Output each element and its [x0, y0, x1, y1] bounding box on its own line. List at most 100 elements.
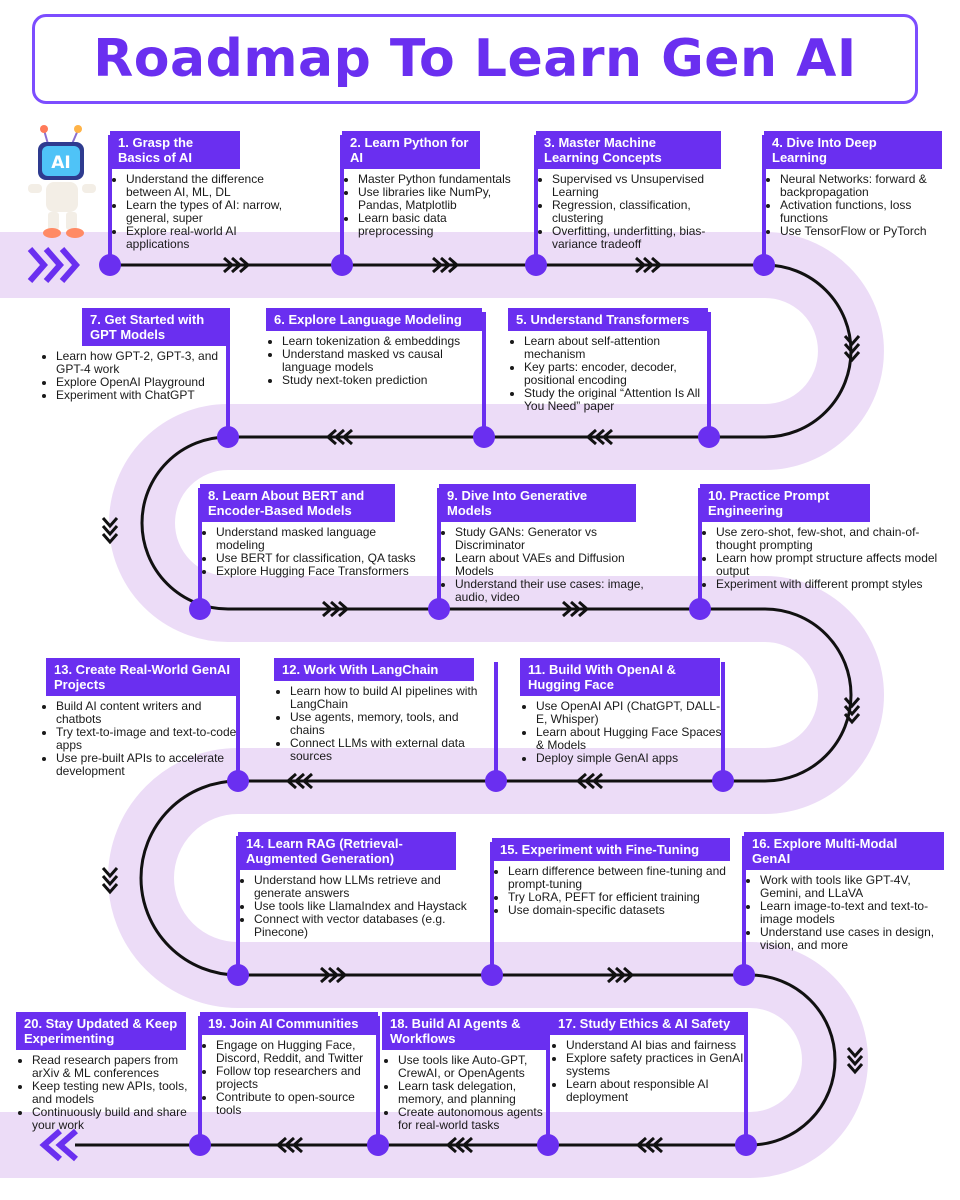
step-20: 20. Stay Updated & Keep ExperimentingRea… — [16, 1012, 201, 1132]
step-2-bullet: Master Python fundamentals — [358, 173, 524, 186]
step-14-stem — [236, 836, 240, 975]
step-7-bullet: Experiment with ChatGPT — [56, 389, 230, 402]
step-8-stem — [198, 488, 202, 609]
step-15-title: 15. Experiment with Fine-Tuning — [492, 838, 730, 861]
step-11: 11. Build With OpenAI & Hugging FaceUse … — [520, 658, 725, 765]
start-chevrons-icon — [27, 247, 80, 283]
step-8: 8. Learn About BERT and Encoder-Based Mo… — [200, 484, 425, 578]
chevron-arrow-icon — [843, 697, 861, 725]
track-line — [75, 263, 853, 1147]
step-13: 13. Create Real-World GenAI ProjectsBuil… — [40, 658, 240, 778]
step-15-bullet: Try LoRA, PEFT for efficient training — [508, 891, 737, 904]
step-9-bullet: Understand their use cases: image, audio… — [455, 578, 664, 604]
step-18-stem — [546, 1016, 550, 1145]
chevron-arrow-icon — [275, 1136, 303, 1154]
step-4-bullets: Neural Networks: forward & backpropagati… — [764, 173, 946, 238]
step-1-stem — [108, 135, 112, 265]
step-9: 9. Dive Into Generative ModelsStudy GANs… — [439, 484, 664, 604]
step-4-bullet: Use TensorFlow or PyTorch — [780, 225, 946, 238]
step-16-bullet: Learn image-to-text and text-to-image mo… — [760, 900, 944, 926]
step-14-bullet: Understand how LLMs retrieve and generat… — [254, 874, 468, 900]
step-2-bullet: Learn basic data preprocessing — [358, 212, 524, 238]
step-14-bullet: Use tools like LlamaIndex and Haystack — [254, 900, 468, 913]
step-16-bullet: Understand use cases in design, vision, … — [760, 926, 944, 952]
step-3-bullet: Overfitting, underfitting, bias-variance… — [552, 225, 726, 251]
step-1: 1. Grasp the Basics of AI Understand the … — [110, 131, 300, 251]
step-13-bullet: Try text-to-image and text-to-code apps — [56, 726, 240, 752]
robot-label: AI — [51, 153, 70, 173]
step-19-stem — [376, 1016, 380, 1145]
step-20-bullet: Keep testing new APIs, tools, and models — [32, 1080, 201, 1106]
step-9-title: 9. Dive Into Generative Models — [439, 484, 636, 522]
step-2-node — [331, 254, 353, 276]
step-16-bullet: Work with tools like GPT-4V, Gemini, and… — [760, 874, 944, 900]
chevron-arrow-icon — [607, 966, 635, 984]
step-18-node — [537, 1134, 559, 1156]
step-4-title: 4. Dive Into Deep Learning — [764, 131, 942, 169]
step-17-bullet: Explore safety practices in GenAI system… — [566, 1052, 755, 1078]
step-13-bullet: Use pre-built APIs to accelerate develop… — [56, 752, 240, 778]
step-12-node — [485, 770, 507, 792]
step-17-node — [735, 1134, 757, 1156]
chevron-arrow-icon — [223, 256, 251, 274]
robot-mascot-icon: AI — [28, 125, 96, 238]
step-15-bullet: Learn difference between fine-tuning and… — [508, 865, 737, 891]
step-11-bullet: Learn about Hugging Face Spaces & Models — [536, 726, 725, 752]
step-10-node — [689, 598, 711, 620]
chevron-arrow-icon — [445, 1136, 473, 1154]
page-title: Roadmap To Learn Gen AI — [93, 29, 857, 89]
chevron-arrow-icon — [432, 256, 460, 274]
step-16-node — [733, 964, 755, 986]
step-13-bullets: Build AI content writers and chatbotsTry… — [40, 700, 240, 778]
step-18-bullet: Learn task delegation, memory, and plann… — [398, 1080, 552, 1106]
step-14-bullet: Connect with vector databases (e.g. Pine… — [254, 913, 468, 939]
step-18-bullet: Create autonomous agents for real-world … — [398, 1106, 552, 1132]
step-10-bullet: Learn how prompt structure affects model… — [716, 552, 948, 578]
step-1-bullet: Learn the types of AI: narrow, general, … — [126, 199, 300, 225]
step-14-bullets: Understand how LLMs retrieve and generat… — [238, 874, 468, 939]
step-19-bullet: Contribute to open-source tools — [216, 1091, 380, 1117]
step-1-title: 1. Grasp the Basics of AI — [110, 131, 240, 169]
step-9-bullets: Study GANs: Generator vs DiscriminatorLe… — [439, 526, 664, 604]
step-10: 10. Practice Prompt EngineeringUse zero-… — [700, 484, 948, 591]
step-3-title: 3. Master Machine Learning Concepts — [536, 131, 721, 169]
step-16-bullets: Work with tools like GPT-4V, Gemini, and… — [744, 874, 944, 952]
step-18: 18. Build AI Agents & WorkflowsUse tools… — [382, 1012, 552, 1132]
step-16: 16. Explore Multi-Modal GenAI Work with t… — [744, 832, 944, 952]
chevron-arrow-icon — [325, 428, 353, 446]
step-20-title: 20. Stay Updated & Keep Experimenting — [16, 1012, 186, 1050]
step-16-title: 16. Explore Multi-Modal GenAI — [744, 832, 944, 870]
step-14-title: 14. Learn RAG (Retrieval-Augmented Gener… — [238, 832, 456, 870]
end-arrow-icon — [39, 1128, 78, 1162]
step-8-node — [189, 598, 211, 620]
step-9-stem — [437, 488, 441, 609]
step-1-bullets: Understand the difference between AI, ML… — [110, 173, 300, 251]
step-7: 7. Get Started with GPT ModelsLearn how … — [40, 308, 230, 402]
step-10-bullets: Use zero-shot, few-shot, and chain-of-th… — [700, 526, 948, 591]
step-17-bullets: Understand AI bias and fairnessExplore s… — [550, 1039, 755, 1104]
step-6-bullets: Learn tokenization & embeddingsUnderstan… — [266, 335, 484, 387]
step-8-bullets: Understand masked language modelingUse B… — [200, 526, 425, 578]
title-box: Roadmap To Learn Gen AI — [32, 14, 918, 104]
chevron-arrow-icon — [635, 1136, 663, 1154]
step-6-title: 6. Explore Language Modeling — [266, 308, 482, 331]
step-5-bullet: Key parts: encoder, decoder, positional … — [524, 361, 713, 387]
step-5: 5. Understand TransformersLearn about se… — [508, 308, 713, 413]
step-3-stem — [534, 135, 538, 265]
step-19-bullets: Engage on Hugging Face, Discord, Reddit,… — [200, 1039, 380, 1117]
step-12-title: 12. Work With LangChain — [274, 658, 474, 681]
step-6-bullet: Study next-token prediction — [282, 374, 484, 387]
step-12-stem — [494, 662, 498, 781]
step-5-bullet: Learn about self-attention mechanism — [524, 335, 713, 361]
step-9-bullet: Learn about VAEs and Diffusion Models — [455, 552, 664, 578]
step-7-title: 7. Get Started with GPT Models — [82, 308, 230, 346]
step-12-bullet: Learn how to build AI pipelines with Lan… — [290, 685, 496, 711]
step-6: 6. Explore Language ModelingLearn tokeni… — [266, 308, 484, 387]
step-17-title: 17. Study Ethics & AI Safety — [550, 1012, 748, 1035]
step-16-stem — [742, 836, 746, 975]
step-7-node — [217, 426, 239, 448]
step-5-bullet: Study the original “Attention Is All You… — [524, 387, 713, 413]
step-18-bullet: Use tools like Auto-GPT, CrewAI, or Open… — [398, 1054, 552, 1080]
step-6-bullet: Learn tokenization & embeddings — [282, 335, 484, 348]
